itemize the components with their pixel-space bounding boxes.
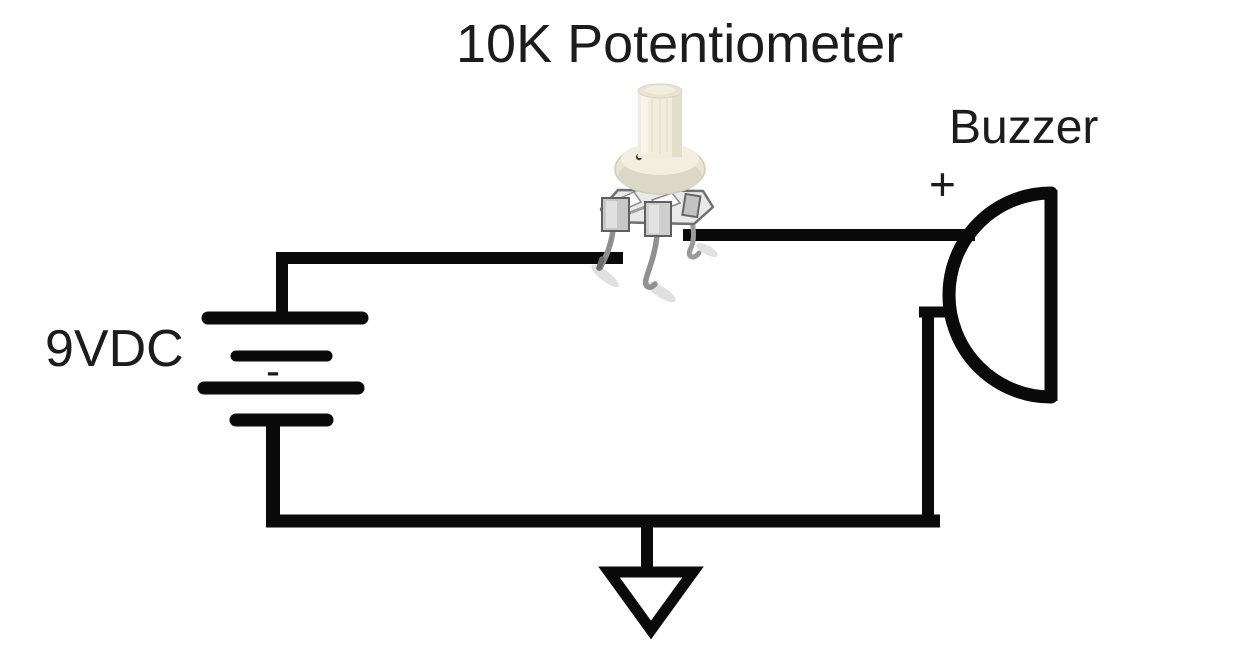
pot-shaft-highlight (641, 92, 648, 154)
pot-pin-tab-center-highlight (649, 205, 659, 233)
buzzer-dome-arc (942, 186, 1058, 404)
pot-shaft-cap-inner (645, 85, 675, 95)
pot-pin-tab-left-highlight (606, 201, 617, 228)
buzzer-plus-mark: + (929, 158, 956, 210)
battery-minus-mark: - (266, 347, 280, 394)
pot-pin-tab-right (681, 192, 702, 219)
pot-leg-left-tip (596, 256, 605, 271)
pot-shadow (646, 281, 676, 303)
battery-label: 9VDC (45, 320, 184, 378)
pot-shadow (696, 243, 718, 257)
battery-symbol (197, 311, 369, 427)
potentiometer-label: 10K Potentiometer (456, 14, 904, 74)
wire-battery-to-pot (276, 252, 623, 318)
wires (266, 229, 975, 528)
pot-shadow (591, 264, 619, 288)
pot-shaft-shade (672, 91, 682, 157)
pot-leg-right (686, 212, 702, 260)
pot-leg-center (642, 233, 660, 290)
potentiometer-photo (591, 83, 718, 303)
buzzer-label: Buzzer (949, 101, 1099, 154)
ground-symbol (598, 521, 704, 640)
buzzer-symbol (942, 186, 1058, 404)
ground-triangle (598, 566, 704, 640)
pot-shaft-ridges (651, 96, 668, 154)
